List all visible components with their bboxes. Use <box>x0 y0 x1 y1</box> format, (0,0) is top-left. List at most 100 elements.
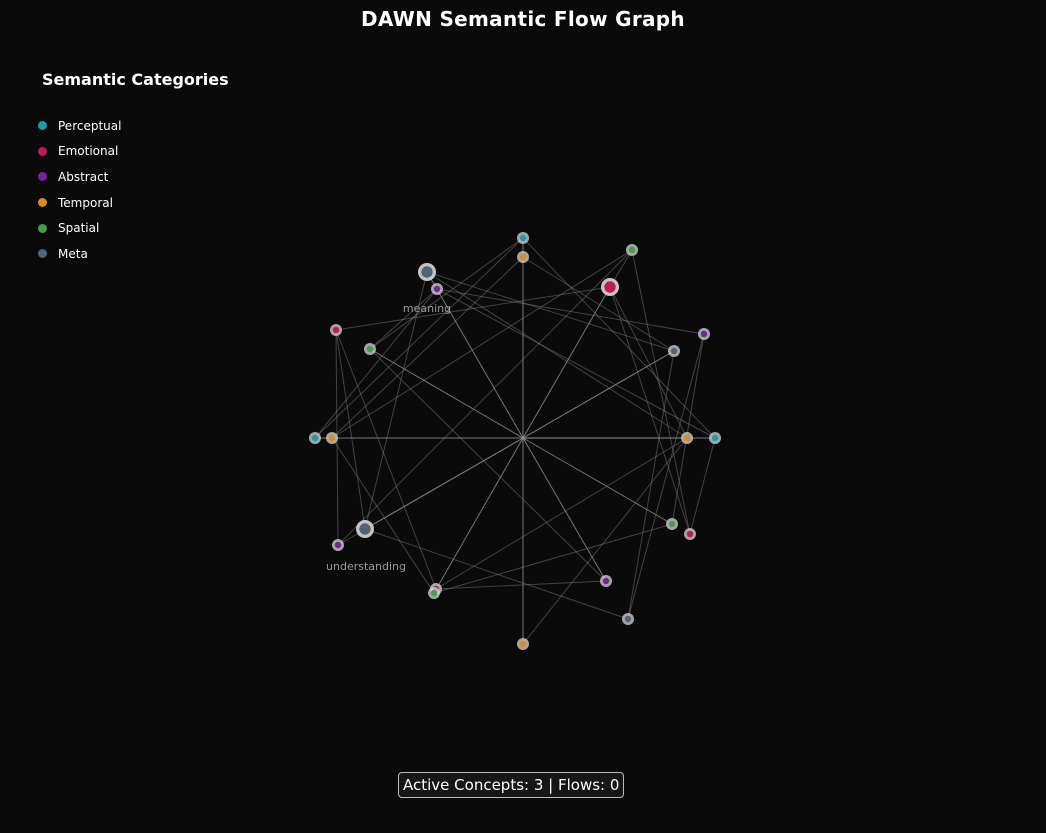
concept-node-abstract[interactable] <box>600 575 612 587</box>
concept-node-perceptual[interactable] <box>517 232 529 244</box>
concept-node-emotional[interactable] <box>330 324 342 336</box>
flow-edge <box>364 528 629 620</box>
node-core <box>683 434 691 442</box>
concept-node-meta[interactable] <box>418 263 436 281</box>
flow-edge <box>436 288 705 335</box>
legend-dot-icon <box>38 172 47 182</box>
concept-node-meta[interactable] <box>356 520 374 538</box>
flow-edge <box>364 271 428 530</box>
legend-item-emotional: Emotional <box>28 139 258 165</box>
node-core <box>366 345 374 353</box>
legend-label: Temporal <box>58 195 113 210</box>
legend-dot-icon <box>38 121 47 131</box>
node-core <box>628 246 636 254</box>
node-core <box>519 234 527 242</box>
concept-node-temporal[interactable] <box>326 432 338 444</box>
concept-node-abstract[interactable] <box>431 283 443 295</box>
legend-item-spatial: Spatial <box>28 215 258 241</box>
flow-edge <box>522 437 673 525</box>
concept-node-spatial[interactable] <box>626 244 638 256</box>
legend-label: Abstract <box>58 169 109 184</box>
legend-label: Emotional <box>58 144 119 159</box>
flow-edge <box>522 437 688 645</box>
legend-label: Perceptual <box>58 118 122 133</box>
flow-edge <box>689 437 716 535</box>
page-title: DAWN Semantic Flow Graph <box>361 7 685 31</box>
concept-node-emotional[interactable] <box>601 278 619 296</box>
flow-edge <box>609 286 688 439</box>
flow-edge <box>331 249 633 439</box>
node-core <box>602 577 610 585</box>
flow-edge <box>314 288 438 439</box>
flow-edge <box>609 286 691 535</box>
concept-node-spatial[interactable] <box>666 518 678 530</box>
concept-node-emotional[interactable] <box>684 528 696 540</box>
node-core <box>421 266 433 278</box>
node-core <box>668 520 676 528</box>
flow-edge <box>331 256 524 439</box>
concept-node-perceptual[interactable] <box>309 432 321 444</box>
flow-edge <box>369 288 438 350</box>
flow-edge <box>369 348 607 582</box>
flow-edge <box>671 333 705 525</box>
flow-edge <box>522 350 675 439</box>
legend-dot-icon <box>38 223 47 233</box>
concept-node-temporal[interactable] <box>517 251 529 263</box>
node-core <box>519 253 527 261</box>
flow-edge <box>426 271 524 439</box>
flow-edge <box>369 348 524 439</box>
concept-node-spatial[interactable] <box>428 587 440 599</box>
concept-node-temporal[interactable] <box>517 638 529 650</box>
flow-edge <box>436 288 716 439</box>
node-core <box>359 523 371 535</box>
node-core <box>624 615 632 623</box>
node-label-meaning: meaning <box>403 302 451 315</box>
flow-edge <box>433 523 673 594</box>
flow-edge <box>522 256 675 352</box>
legend-dot-icon <box>38 249 47 259</box>
status-box: Active Concepts: 3 | Flows: 0 <box>398 772 625 798</box>
concept-node-meta[interactable] <box>668 345 680 357</box>
concept-node-abstract[interactable] <box>698 328 710 340</box>
node-core <box>700 330 708 338</box>
flow-edge <box>337 350 675 546</box>
concept-node-meta[interactable] <box>622 613 634 625</box>
graph-nodes <box>309 232 721 650</box>
legend-label: Meta <box>58 246 88 261</box>
concept-node-temporal[interactable] <box>681 432 693 444</box>
flow-edge <box>426 271 688 439</box>
legend-dot-icon <box>38 198 47 208</box>
node-core <box>711 434 719 442</box>
flow-edge <box>426 271 675 352</box>
legend-item-meta: Meta <box>28 241 258 267</box>
flow-edge <box>364 437 524 530</box>
flow-edge <box>627 350 675 620</box>
flow-edge <box>522 237 716 439</box>
node-core <box>686 530 694 538</box>
flow-edge <box>314 237 524 439</box>
flow-edge <box>369 237 524 350</box>
concept-node-spatial[interactable] <box>364 343 376 355</box>
legend-title: Semantic Categories <box>42 70 229 89</box>
node-core <box>311 434 319 442</box>
node-core <box>604 281 616 293</box>
flow-edge <box>522 286 611 439</box>
flow-edge <box>337 249 633 546</box>
node-core <box>433 285 441 293</box>
node-label-understanding: understanding <box>326 560 406 573</box>
legend-label: Spatial <box>58 221 100 236</box>
flow-edge <box>435 437 688 590</box>
legend-item-temporal: Temporal <box>28 190 258 216</box>
flow-edge <box>627 333 705 620</box>
flow-edge <box>335 329 366 530</box>
node-core <box>670 347 678 355</box>
flow-edge <box>335 286 611 331</box>
flow-edge <box>331 437 435 594</box>
graph-edges <box>314 237 716 645</box>
concept-node-abstract[interactable] <box>332 539 344 551</box>
legend-dot-icon <box>38 146 47 156</box>
concept-node-perceptual[interactable] <box>709 432 721 444</box>
legend-item-abstract: Abstract <box>28 164 258 190</box>
flow-edge <box>335 329 437 590</box>
